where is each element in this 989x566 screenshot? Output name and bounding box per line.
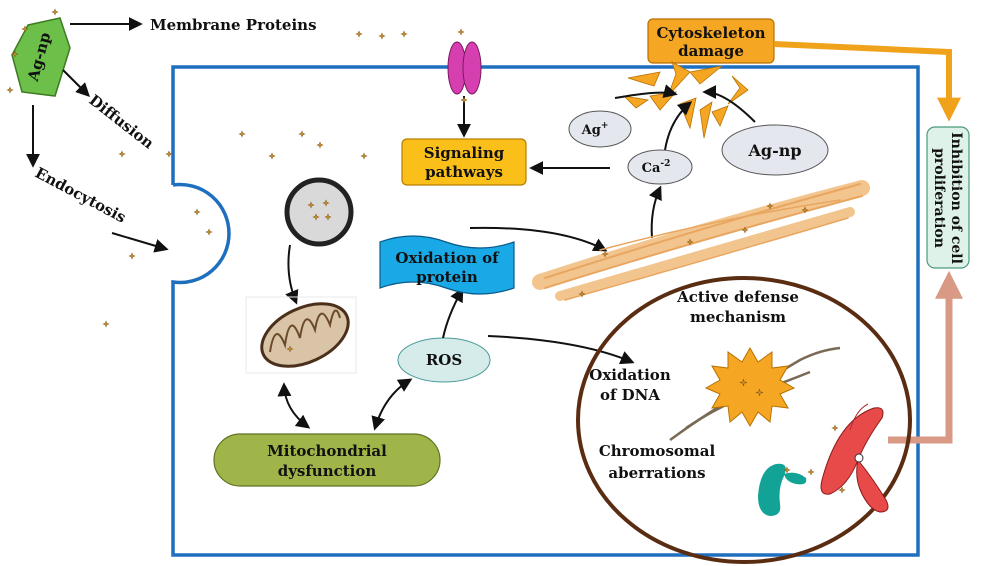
- ros-label: ROS: [426, 351, 462, 369]
- mitochondrial-dysfunction-node: Mitochondrial dysfunction: [213, 433, 441, 487]
- ag-ion-charge: +: [601, 121, 609, 131]
- agnp-inside-node: Ag-np: [721, 124, 829, 176]
- ag-ion-label: Ag: [581, 123, 601, 138]
- signaling-pathways-node: Signaling pathways: [401, 138, 527, 186]
- arrow-mito-dys-ros: [371, 378, 413, 431]
- membrane-receptor: [447, 41, 482, 95]
- red-chromosome: [820, 403, 889, 513]
- arrow-agnp-to-damage: [702, 85, 756, 123]
- arrow-diffusion: [62, 69, 90, 97]
- ros-node: ROS: [397, 337, 491, 383]
- arrow-mito-dys-bidirectional: [277, 382, 311, 429]
- arrow-endocytosis-in: [111, 232, 169, 253]
- arrow-vesicle-to-mito: [285, 244, 299, 305]
- signaling-label-2: pathways: [425, 163, 503, 181]
- arrow-ros-to-dna: [487, 335, 635, 365]
- oxidation-dna-label-1: Oxidation: [589, 366, 671, 384]
- arrow-ros-to-protein: [442, 287, 464, 339]
- oxidation-protein-label-2: protein: [416, 268, 478, 286]
- oxidation-of-protein-node: Oxidation of protein: [379, 235, 515, 295]
- endocytic-vesicle: [284, 177, 354, 247]
- agnp-inside-label: Ag-np: [747, 141, 801, 160]
- endocytosis-label: Endocytosis: [32, 164, 129, 227]
- cell-membrane: [171, 65, 920, 557]
- inhibition-label-1: Inhibition of cell: [948, 132, 964, 264]
- active-defense-region: [576, 276, 912, 564]
- oxidation-protein-label-1: Oxidation of: [395, 249, 500, 267]
- arrow-ag-ion-to-damage: [614, 84, 678, 99]
- mito-dys-label-2: dysfunction: [278, 462, 377, 480]
- svg-text:Ag+: Ag+: [581, 121, 609, 138]
- inhibition-label-2: proliferation: [931, 148, 947, 248]
- teal-chromosome: [758, 463, 807, 516]
- arrow-fiber-to-ca: [648, 185, 662, 239]
- arrow-ca-to-damage: [664, 101, 693, 151]
- chromosomal-label-1: Chromosomal: [599, 442, 716, 460]
- ca-ion-node: Ca-2: [627, 149, 693, 185]
- cytoskeleton-label-2: damage: [678, 42, 744, 60]
- oxidation-dna-label-2: of DNA: [600, 386, 660, 404]
- dna-damage: [669, 346, 841, 442]
- ca-ion-charge: -2: [660, 159, 670, 169]
- mitochondrion: [245, 296, 357, 374]
- cytoskeleton-damage-node: Cytoskeleton damage: [647, 18, 775, 64]
- active-defense-label-2: mechanism: [690, 308, 786, 326]
- arrow-cytoskeleton-to-inhibition: [773, 41, 961, 122]
- signaling-label-1: Signaling: [424, 144, 505, 162]
- chromosomal-label-2: aberrations: [608, 464, 705, 482]
- cytoskeleton-label-1: Cytoskeleton: [656, 24, 765, 42]
- svg-text:Ca-2: Ca-2: [642, 159, 671, 176]
- active-defense-label-1: Active defense: [676, 288, 799, 306]
- cytoskeleton-fibers: [532, 180, 870, 301]
- membrane-proteins-label: Membrane Proteins: [150, 16, 317, 34]
- diffusion-label: Diffusion: [86, 91, 158, 153]
- arrow-protein-to-fibers: [469, 226, 608, 252]
- mito-dys-label-1: Mitochondrial: [267, 442, 387, 460]
- ag-ion-node: Ag+: [568, 110, 632, 148]
- ca-ion-label: Ca: [642, 161, 661, 176]
- inhibition-node: Inhibition of cell proliferation: [926, 126, 970, 269]
- agnp-outside-node: Ag-np: [11, 17, 71, 97]
